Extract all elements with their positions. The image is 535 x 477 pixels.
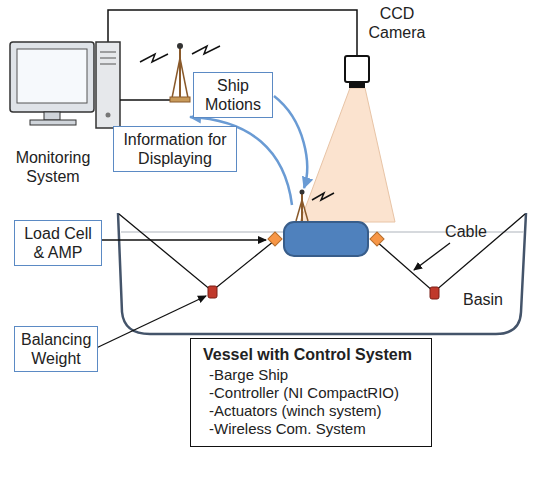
load-cell: [268, 232, 282, 246]
list-item: -Actuators (winch system): [203, 402, 421, 420]
leader-arrow: [102, 239, 266, 240]
data-flow-arrow: [274, 96, 307, 188]
basin-outline: [118, 213, 526, 334]
mooring-cable: [119, 214, 274, 291]
camera-view-cone: [300, 88, 395, 222]
balancing-weight: [208, 286, 217, 298]
list-item: -Barge Ship: [203, 366, 421, 384]
box-label: Ship Motions: [200, 76, 266, 114]
box-heading: Vessel with Control System: [203, 345, 421, 364]
leader-arrow: [92, 296, 206, 350]
box-label: Information for Displaying: [120, 130, 230, 168]
box-label: Load Cell & AMP: [21, 224, 95, 262]
text-label: Basin: [455, 290, 511, 309]
callout-box: Balancing Weight: [14, 326, 98, 372]
monitor-computer: [10, 42, 120, 128]
list-item: -Controller (NI CompactRIO): [203, 384, 421, 402]
callout-box: Load Cell & AMP: [14, 220, 102, 266]
text-label: CCD Camera: [364, 4, 430, 42]
callout-box: Ship Motions: [193, 72, 273, 118]
ccd-camera: [345, 56, 369, 88]
text-label: Monitoring System: [6, 148, 100, 186]
ship-antenna: [296, 190, 334, 222]
balancing-weight: [430, 287, 439, 299]
load-cell: [370, 232, 384, 246]
info-box: Vessel with Control System -Barge Ship-Co…: [190, 338, 432, 447]
callout-box: Information for Displaying: [113, 126, 237, 172]
text-label: Cable: [440, 222, 492, 241]
antenna-wire: [120, 99, 172, 101]
mooring-cable: [376, 214, 525, 292]
barge-ship: [284, 222, 368, 256]
camera-wire: [108, 10, 357, 56]
list-item: -Wireless Com. System: [203, 420, 421, 438]
box-label: Balancing Weight: [21, 330, 91, 368]
leader-arrow: [414, 243, 450, 270]
